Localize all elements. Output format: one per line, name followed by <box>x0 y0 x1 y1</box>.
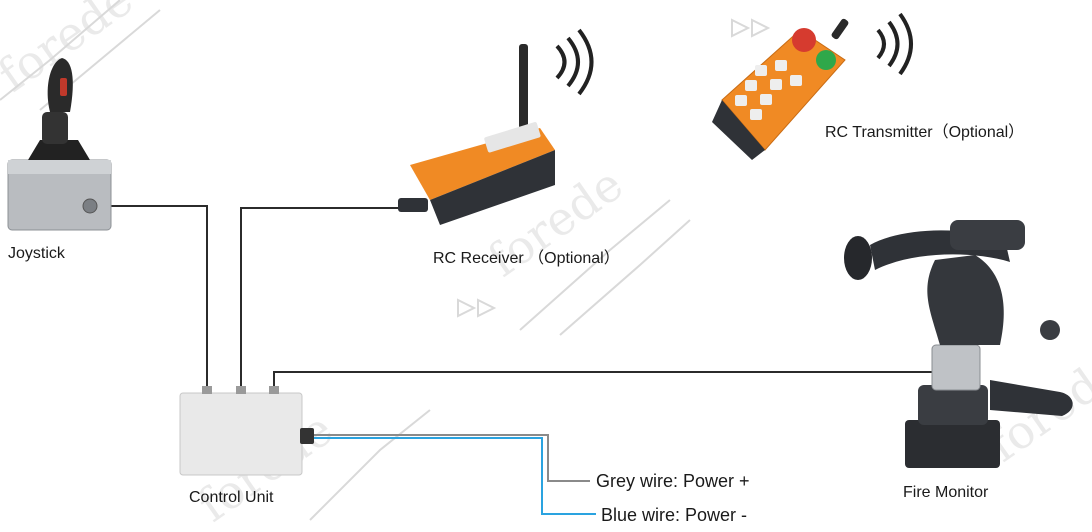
rc-receiver-device <box>398 28 594 225</box>
receiver-cable <box>240 207 400 388</box>
grey-wire-line <box>312 434 590 482</box>
wires <box>100 205 940 515</box>
fire-monitor-label: Fire Monitor <box>903 484 989 501</box>
monitor-cable <box>273 371 940 388</box>
watermark-chevrons <box>0 0 771 521</box>
rc-transmitter-device <box>712 12 913 160</box>
rc-transmitter-label: RC Transmitter（Optional） <box>825 124 1025 141</box>
blue-wire-label: Blue wire: Power - <box>601 505 748 525</box>
joystick-label: Joystick <box>8 245 65 262</box>
blue-wire-line <box>312 437 596 515</box>
grey-wire-label: Grey wire: Power + <box>596 471 750 491</box>
fire-monitor-device <box>844 220 1073 468</box>
rc-receiver-label: RC Receiver （Optional） <box>433 250 620 267</box>
control-unit-label: Control Unit <box>189 489 274 506</box>
joystick-device <box>7 58 112 231</box>
joystick-cable <box>100 205 208 388</box>
control-unit-device <box>179 386 314 476</box>
